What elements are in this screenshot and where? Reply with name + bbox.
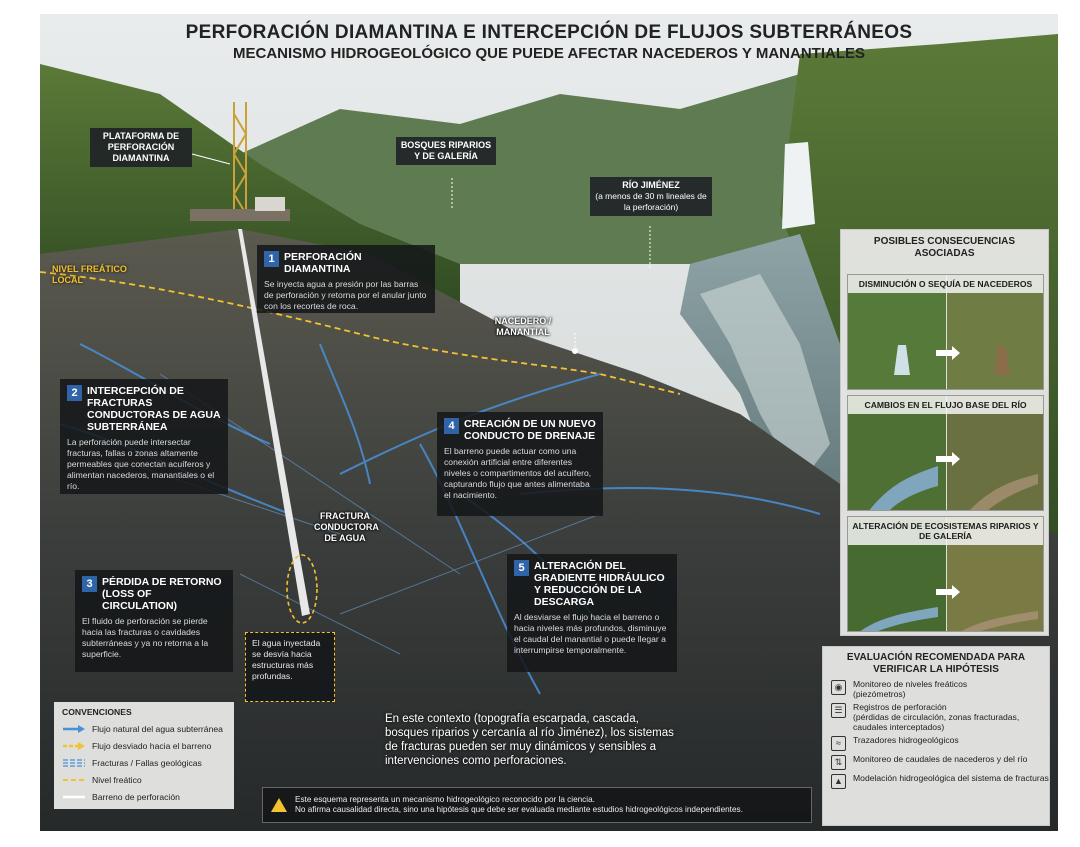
consequences-panel: POSIBLES CONSECUENCIAS ASOCIADAS DISMINU… bbox=[840, 229, 1049, 636]
fracture-zone bbox=[286, 554, 318, 624]
injected-water-note: El agua inyectada se desvía hacia estruc… bbox=[245, 632, 335, 702]
disclaimer-line-1: Este esquema representa un mecanismo hid… bbox=[295, 795, 595, 804]
step-3-number: 3 bbox=[82, 576, 97, 592]
model-icon: ▲ bbox=[831, 774, 846, 789]
legend-title: CONVENCIONES bbox=[62, 707, 132, 717]
step-2-number: 2 bbox=[67, 385, 82, 401]
step-1-card: 1 PERFORACIÓN DIAMANTINA Se inyecta agua … bbox=[257, 245, 435, 313]
warning-icon bbox=[271, 798, 287, 812]
step-5-title: ALTERACIÓN DEL GRADIENTE HIDRÁULICO Y RE… bbox=[534, 560, 665, 608]
eval-item-flow-monitoring: ⇅ Monitoreo de caudales de nacederos y d… bbox=[831, 754, 1049, 770]
consequences-title: POSIBLES CONSECUENCIAS ASOCIADAS bbox=[873, 236, 1016, 259]
legend-label-water-table: Nivel freático bbox=[92, 774, 142, 785]
water-table-line bbox=[40, 271, 681, 395]
consequence-river-caption: CAMBIOS EN EL FLUJO BASE DEL RÍO bbox=[848, 396, 1043, 414]
legend-item-natural-flow: Flujo natural del agua subterránea bbox=[62, 720, 226, 737]
eval-item-piezometers-detail: (piezómetros) bbox=[853, 689, 906, 699]
eval-item-piezometers-main: Monitoreo de niveles freáticos bbox=[853, 679, 968, 689]
water-table-label: NIVEL FREÁTICO LOCAL bbox=[52, 264, 127, 285]
river-before-after-image bbox=[848, 396, 1043, 510]
step-3-card: 3 PÉRDIDA DE RETORNO (LOSS OF CIRCULATION… bbox=[75, 570, 233, 672]
eval-item-drill-logs-main: Registros de perforación bbox=[853, 702, 947, 712]
page-subtitle: MECANISMO HIDROGEOLÓGICO QUE PUEDE AFECT… bbox=[233, 45, 865, 62]
eval-item-modeling: ▲ Modelación hidrogeológica del sistema … bbox=[831, 773, 1049, 789]
eval-item-flow-monitoring-main: Monitoreo de caudales de nacederos y del… bbox=[853, 754, 1028, 764]
step-5-body: Al desviarse el flujo hacia el barreno o… bbox=[514, 612, 667, 655]
legend-item-borehole: Barreno de perforación bbox=[62, 788, 226, 805]
consequence-springs-caption: DISMINUCIÓN O SEQUÍA DE NACEDEROS bbox=[848, 275, 1043, 293]
step-4-title: CREACIÓN DE UN NUEVO CONDUCTO DE DRENAJE bbox=[464, 418, 596, 442]
consequence-card-river-flow: CAMBIOS EN EL FLUJO BASE DEL RÍO bbox=[847, 395, 1044, 511]
river-rapids bbox=[700, 274, 830, 484]
tracer-icon: ≈ bbox=[831, 736, 846, 751]
platform-label: PLATAFORMA DE PERFORACIÓN DIAMANTINA bbox=[90, 128, 192, 167]
platform-leader bbox=[191, 153, 231, 165]
legend-label-diverted-flow: Flujo desviado hacia el barreno bbox=[92, 740, 212, 751]
eval-item-tracers-main: Trazadores hidrogeológicos bbox=[853, 735, 959, 745]
step-2-title: INTERCEPCIÓN DE FRACTURAS CONDUCTORAS DE… bbox=[87, 385, 221, 433]
gauge-icon: ◉ bbox=[831, 680, 846, 695]
infographic-poster: PERFORACIÓN DIAMANTINA E INTERCEPCIÓN DE… bbox=[40, 14, 1058, 831]
disclaimer-line-2: No afirma causalidad directa, sino una h… bbox=[295, 805, 743, 814]
white-line-icon bbox=[63, 795, 85, 798]
page-title: PERFORACIÓN DIAMANTINA E INTERCEPCIÓN DE… bbox=[185, 22, 913, 43]
fracture-lines-icon bbox=[63, 758, 85, 767]
step-2-body: La perforación puede intersectar fractur… bbox=[67, 437, 215, 491]
header: PERFORACIÓN DIAMANTINA E INTERCEPCIÓN DE… bbox=[40, 14, 1058, 62]
evaluation-title: EVALUACIÓN RECOMENDADA PARA VERIFICAR LA… bbox=[846, 652, 1026, 675]
forests-label: BOSQUES RIPARIOS Y DE GALERÍA bbox=[396, 137, 496, 165]
river-label-note: (a menos de 30 m lineales de la perforac… bbox=[595, 191, 707, 212]
consequence-ecosystems-caption: ALTERACIÓN DE ECOSISTEMAS RIPARIOS Y DE … bbox=[848, 517, 1043, 545]
fracture-label: FRACTURA CONDUCTORA DE AGUA bbox=[314, 511, 379, 543]
legend-label-borehole: Barreno de perforación bbox=[92, 791, 180, 802]
drill-rig bbox=[233, 102, 247, 219]
eval-item-tracers: ≈ Trazadores hidrogeológicos bbox=[831, 735, 1049, 751]
yellow-arrow-icon bbox=[63, 741, 85, 750]
consequence-card-springs: DISMINUCIÓN O SEQUÍA DE NACEDEROS bbox=[847, 274, 1044, 390]
step-3-title: PÉRDIDA DE RETORNO (LOSS OF CIRCULATION) bbox=[102, 576, 222, 612]
springs-before-after-image bbox=[848, 275, 1043, 389]
eval-item-drill-logs: ☰ Registros de perforación(pérdidas de c… bbox=[831, 702, 1049, 732]
legend-item-diverted-flow: Flujo desviado hacia el barreno bbox=[62, 737, 226, 754]
equipment-shed bbox=[255, 197, 285, 211]
drill-platform bbox=[190, 209, 290, 221]
step-2-card: 2 INTERCEPCIÓN DE FRACTURAS CONDUCTORAS D… bbox=[60, 379, 228, 494]
borehole bbox=[238, 229, 310, 616]
evaluation-panel: EVALUACIÓN RECOMENDADA PARA VERIFICAR LA… bbox=[822, 646, 1050, 826]
blue-arrow-icon bbox=[63, 724, 85, 733]
river-label: RÍO JIMÉNEZ (a menos de 30 m lineales de… bbox=[590, 177, 712, 216]
step-4-body: El barreno puede actuar como una conexió… bbox=[444, 446, 592, 500]
legend-label-fractures: Fracturas / Fallas geológicas bbox=[92, 757, 202, 768]
step-3-body: El fluido de perforación se pierde hacia… bbox=[82, 616, 209, 659]
spring-label: NACEDERO / MANANTIAL bbox=[494, 316, 552, 337]
step-1-title: PERFORACIÓN DIAMANTINA bbox=[284, 251, 362, 275]
eval-item-piezometers: ◉ Monitoreo de niveles freáticos(piezóme… bbox=[831, 679, 1049, 699]
eval-item-modeling-main: Modelación hidrogeológica del sistema de… bbox=[853, 773, 1049, 783]
step-1-number: 1 bbox=[264, 251, 279, 267]
step-5-card: 5 ALTERACIÓN DEL GRADIENTE HIDRÁULICO Y R… bbox=[507, 554, 677, 672]
clipboard-icon: ☰ bbox=[831, 703, 846, 718]
step-5-number: 5 bbox=[514, 560, 529, 576]
eval-item-drill-logs-detail: (pérdidas de circulación, zonas fractura… bbox=[853, 712, 1020, 732]
step-4-card: 4 CREACIÓN DE UN NUEVO CONDUCTO DE DRENAJ… bbox=[437, 412, 603, 516]
legend-item-fractures: Fracturas / Fallas geológicas bbox=[62, 754, 226, 771]
step-4-number: 4 bbox=[444, 418, 459, 434]
legend: CONVENCIONES Flujo natural del agua subt… bbox=[54, 702, 234, 809]
disclaimer-box: Este esquema representa un mecanismo hid… bbox=[262, 787, 812, 823]
legend-label-natural-flow: Flujo natural del agua subterránea bbox=[92, 723, 223, 734]
legend-item-water-table: Nivel freático bbox=[62, 771, 226, 788]
river-label-title: RÍO JIMÉNEZ bbox=[622, 180, 680, 190]
dashed-yellow-line-icon bbox=[63, 778, 85, 781]
consequence-card-ecosystems: ALTERACIÓN DE ECOSISTEMAS RIPARIOS Y DE … bbox=[847, 516, 1044, 632]
step-1-body: Se inyecta agua a presión por las barras… bbox=[264, 279, 427, 311]
flow-icon: ⇅ bbox=[831, 755, 846, 770]
waterfall bbox=[782, 142, 815, 229]
context-paragraph: En este contexto (topografía escarpada, … bbox=[385, 713, 674, 767]
